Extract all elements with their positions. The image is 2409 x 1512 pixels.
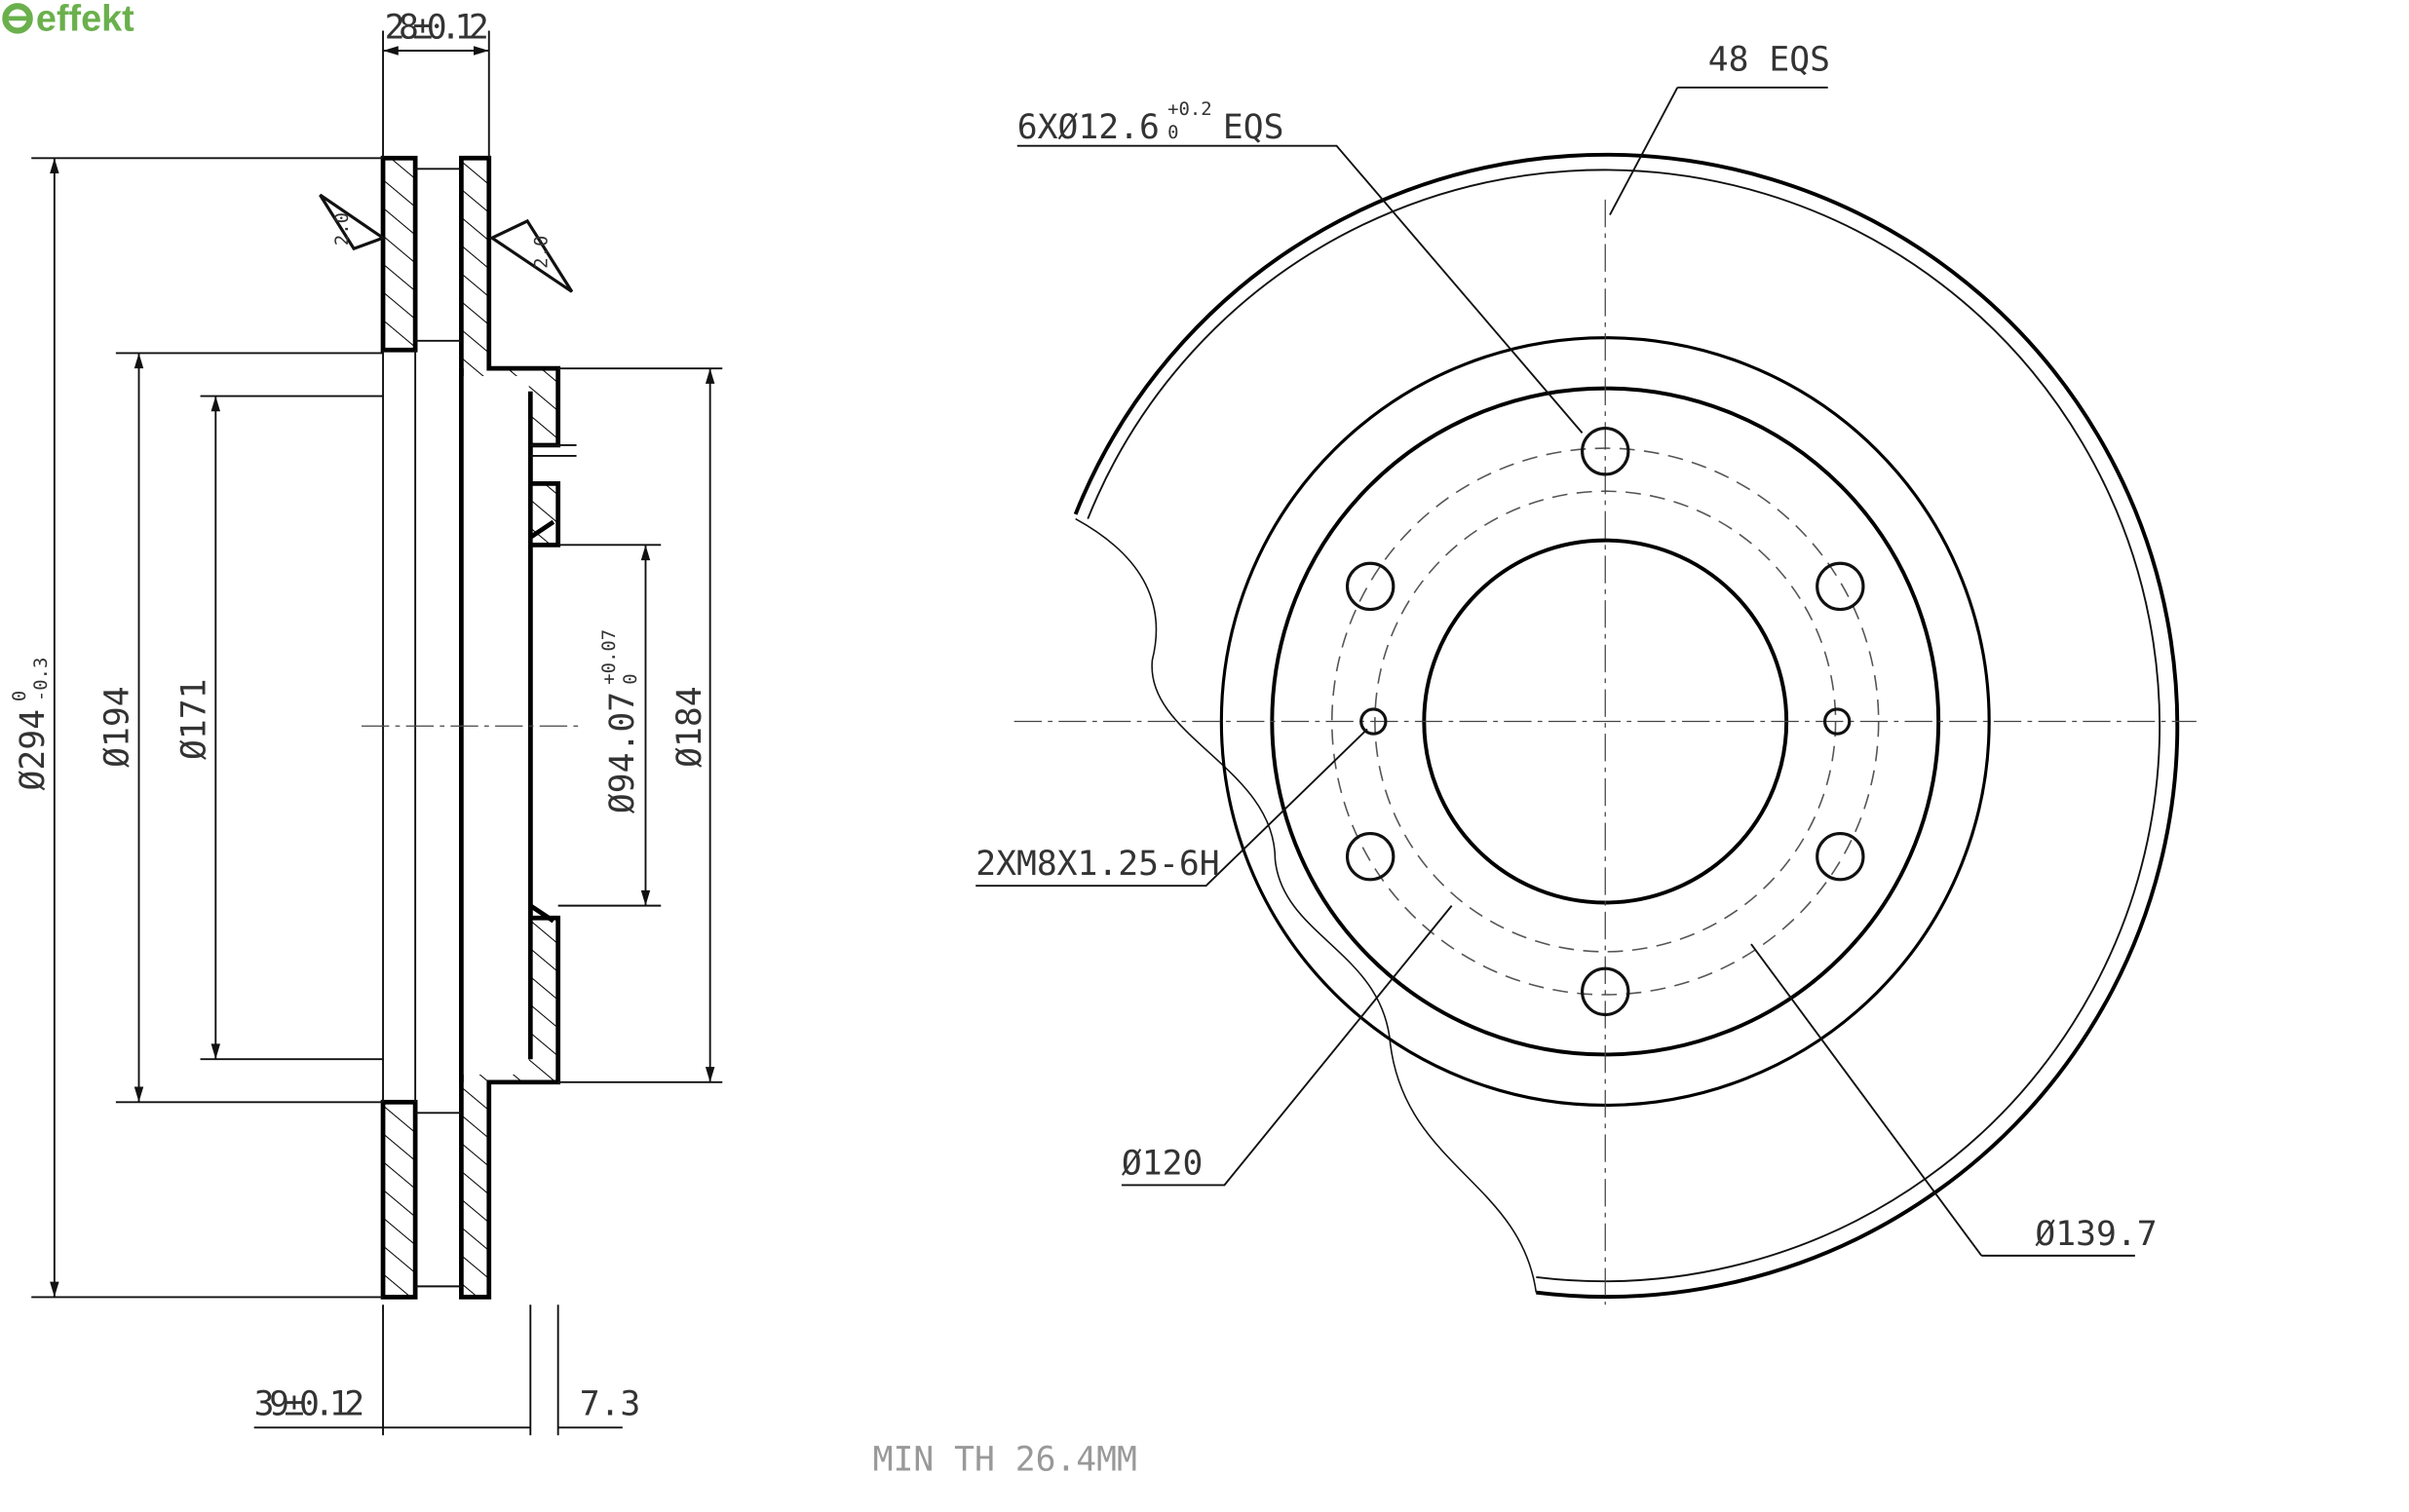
threaded-hole: [1359, 707, 1388, 736]
svg-text:0: 0: [1167, 122, 1178, 143]
dia-171-dimension: Ø171: [174, 678, 213, 759]
bolt-hole: [1816, 561, 1865, 612]
outer-diameter-dimension: Ø294: [14, 709, 53, 790]
svg-text:EQS: EQS: [1223, 108, 1284, 147]
bolt-hole: [1345, 831, 1396, 882]
pcd-139-label: Ø139.7: [2035, 1215, 2157, 1254]
svg-text:+0.2: +0.2: [1167, 98, 1212, 120]
min-thickness-note: MIN TH 26.4MM: [873, 1440, 1137, 1479]
svg-text:6XØ12.6: 6XØ12.6: [1017, 108, 1160, 147]
bolt-hole: [1816, 831, 1865, 882]
effekt-logo: effekt: [2, 0, 134, 40]
left-friction-plate-bottom: [380, 1099, 418, 1300]
bolt-hole: [1581, 966, 1630, 1017]
vanes-label: 48 EQS: [1708, 40, 1830, 79]
height-dimension: 39±0.12: [254, 1385, 364, 1424]
threaded-hole: [1822, 707, 1852, 736]
bolt-hole: [1345, 561, 1396, 612]
svg-text:effekt: effekt: [36, 0, 134, 40]
front-view: 6XØ12.6 +0.2 0 EQS 48 EQS 2XM8X1.25-6H Ø…: [975, 40, 2197, 1305]
width-dimension: 28±0.12: [385, 8, 489, 47]
surface-finish-left: 2.0: [331, 212, 353, 246]
bolt-hole: [1581, 427, 1630, 476]
dia-194-dimension: Ø194: [97, 686, 136, 767]
dia-184-dimension: Ø184: [670, 686, 709, 767]
left-friction-plate-top: [380, 155, 418, 353]
section-view: 28±0.12 2.0 2.0 Ø294 0 -0.3 Ø194 Ø171 Ø9…: [9, 8, 1137, 1479]
outer-diameter-tol-lower: -0.3: [30, 658, 52, 702]
surface-finish-right: 2.0: [531, 236, 553, 269]
hat-dimension: 7.3: [580, 1385, 641, 1424]
bore-diameter-tol-upper: +0.07: [598, 629, 620, 685]
bore-diameter-dimension: Ø94.07: [603, 692, 642, 813]
bore-diameter-tol-lower: 0: [620, 673, 641, 684]
pcd-120-label: Ø120: [1122, 1144, 1203, 1183]
outer-diameter-tol-upper: 0: [9, 691, 30, 701]
thread-label: 2XM8X1.25-6H: [975, 845, 1219, 884]
bolt-holes-label: 6XØ12.6 +0.2 0 EQS: [1017, 98, 1284, 147]
